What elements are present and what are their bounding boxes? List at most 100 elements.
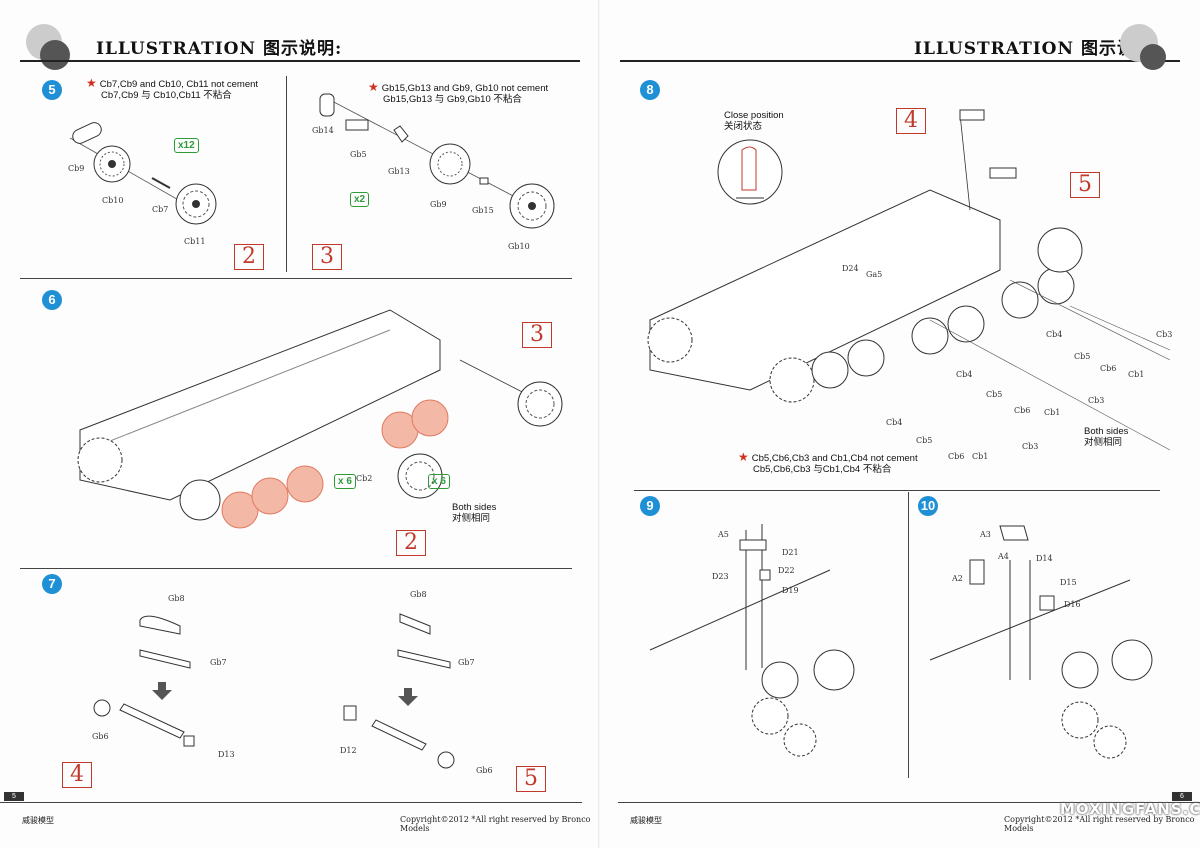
step-9-number: 9	[640, 496, 660, 516]
step-5b-note: ★Gb15,Gb13 and Gb9, Gb10 not cement Gb15…	[368, 80, 549, 105]
part-label: Gb6	[476, 766, 493, 775]
part-label: Cb4	[1046, 330, 1063, 339]
header-deco-circle-dark	[40, 40, 70, 70]
part-label: D13	[218, 750, 235, 759]
step-8-both-sides: Both sides 对侧相同	[1084, 426, 1129, 448]
part-label: Cb2	[356, 474, 373, 483]
part-label: Cb5	[1074, 352, 1091, 361]
left-page: ILLUSTRATION 图示说明: 5 ★Cb7,Cb9 and Cb10, …	[0, 24, 591, 833]
step-6-box-2: 2	[396, 530, 426, 556]
part-label: Cb1	[1128, 370, 1145, 379]
part-label: Cb10	[102, 196, 124, 205]
part-label: Gb7	[458, 658, 475, 667]
footer-copyright-right: Copyright©2012 *All right reserved by Br…	[1004, 815, 1195, 833]
part-label: Cb7	[152, 205, 169, 214]
step-5-multiplier: x12	[174, 138, 199, 153]
part-label: Cb6	[1014, 406, 1031, 415]
step-7-parts-diagram	[93, 613, 455, 769]
part-label: Gb8	[410, 590, 427, 599]
part-label: Gb9	[430, 200, 447, 209]
part-label: D23	[712, 572, 729, 581]
part-label: Cb3	[1088, 396, 1105, 405]
part-label: Cb5	[986, 390, 1003, 399]
part-label: Gb8	[168, 594, 185, 603]
part-label: Gb5	[350, 150, 367, 159]
right-page: ILLUSTRATION 图示说明: 8 Close position 关闭状态…	[600, 0, 1200, 848]
step-6-box-3: 3	[522, 322, 552, 348]
step-5-note: ★Cb7,Cb9 and Cb10, Cb11 not cement Cb7,C…	[86, 76, 259, 101]
step-5-vertical-divider	[286, 76, 287, 272]
footer-brand-right: 威骏模型	[630, 816, 662, 825]
step-6-both-sides: Both sides 对侧相同	[452, 502, 497, 524]
part-label: Gb14	[312, 126, 334, 135]
part-label: Gb6	[92, 732, 109, 741]
step-6-number: 6	[42, 290, 62, 310]
step-10-number: 10	[918, 496, 938, 516]
step-9-diagram	[649, 524, 855, 757]
part-label: A2	[952, 574, 963, 583]
part-label: D21	[782, 548, 799, 557]
part-label: D24	[842, 264, 859, 273]
part-label: Gb13	[388, 167, 410, 176]
part-label: D22	[778, 566, 795, 575]
step-8-box-5: 5	[1070, 172, 1100, 198]
part-label: Cb4	[886, 418, 903, 427]
header-title-left: ILLUSTRATION 图示说明:	[96, 39, 343, 59]
footer-copyright-left: Copyright©2012 *All right reserved by Br…	[400, 815, 591, 833]
part-label: Cb1	[1044, 408, 1061, 417]
step-7-box-4: 4	[62, 762, 92, 788]
step-5-box-2: 2	[234, 244, 264, 270]
part-label: D15	[1060, 578, 1077, 587]
header-deco-circle-dark	[1140, 44, 1166, 70]
part-label: Gb7	[210, 658, 227, 667]
part-label: Cb5	[916, 436, 933, 445]
part-label: D12	[340, 746, 357, 755]
step-6-multiplier-left: x 6	[334, 474, 356, 489]
part-label: A5	[718, 530, 729, 539]
footer-rule-right	[618, 802, 1200, 803]
part-label: Cb6	[948, 452, 965, 461]
part-label: Cb1	[972, 452, 989, 461]
step-8-box-4: 4	[896, 108, 926, 134]
step-5-number: 5	[42, 80, 62, 100]
footer-rule-left	[0, 802, 582, 803]
step-divider	[20, 278, 572, 279]
part-label: Gb10	[508, 242, 530, 251]
site-watermark: MOXINGFANS.COM	[1060, 800, 1200, 818]
step-8-close-detail	[717, 139, 783, 205]
star-icon: ★	[86, 76, 97, 90]
header-rule-left	[20, 60, 580, 62]
step-divider	[20, 568, 572, 569]
part-label: Ga5	[866, 270, 883, 279]
part-label: Cb3	[1156, 330, 1173, 339]
part-label: A4	[998, 552, 1009, 561]
step-6-hull-diagram	[77, 309, 563, 529]
part-label: Gb15	[472, 206, 494, 215]
step-8-cement-note: ★Cb5,Cb6,Cb3 and Cb1,Cb4 not cement Cb5,…	[738, 450, 918, 475]
part-label: Cb6	[1100, 364, 1117, 373]
step-5-wheel-diagram	[69, 122, 217, 225]
step-5b-box-3: 3	[312, 244, 342, 270]
step-8-number: 8	[640, 80, 660, 100]
page-number-right: 6	[1172, 792, 1192, 801]
step-8-close-position: Close position 关闭状态	[724, 110, 784, 132]
page-number-left: 5	[4, 792, 24, 801]
star-icon: ★	[738, 450, 749, 464]
part-label: D14	[1036, 554, 1053, 563]
part-label: Cb3	[1022, 442, 1039, 451]
step-9-10-vertical-divider	[908, 492, 909, 778]
part-label: Cb4	[956, 370, 973, 379]
step-8-hull-diagram	[647, 109, 1171, 451]
part-label: D16	[1064, 600, 1081, 609]
part-label: Cb11	[184, 237, 206, 246]
step-5b-wheel-diagram	[319, 93, 555, 229]
star-icon: ★	[368, 80, 379, 94]
part-label: D19	[782, 586, 799, 595]
step-5b-multiplier: x2	[350, 192, 370, 207]
step-7-box-5: 5	[516, 766, 546, 792]
footer-brand-left: 威骏模型	[22, 816, 54, 825]
part-label: Cb9	[68, 164, 85, 173]
step-divider	[634, 490, 1160, 491]
header-title-right: ILLUSTRATION 图示说明:	[914, 39, 1161, 59]
step-7-number: 7	[42, 574, 62, 594]
